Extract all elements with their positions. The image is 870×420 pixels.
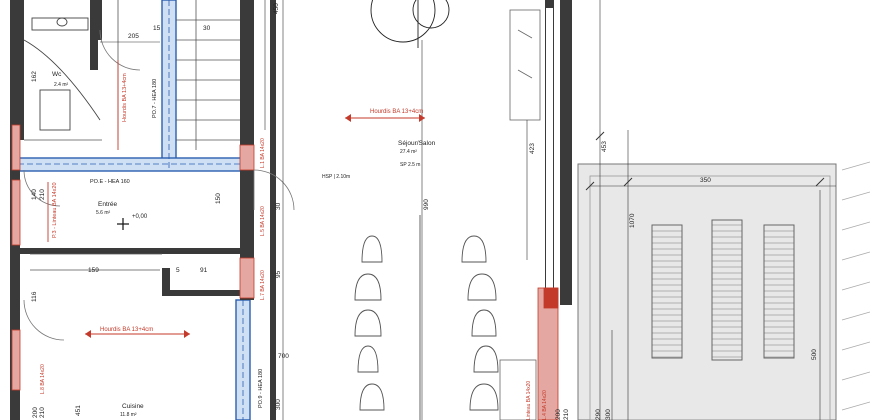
room-name-sejour: Séjour/Salon [398, 140, 436, 147]
dim-423: 423 [529, 143, 536, 154]
dim-200b: 200 [555, 409, 562, 420]
terrace-frame [589, 175, 831, 420]
dim-30b: 30 [275, 202, 282, 210]
room-area-cuisine: 11.8 m² [120, 412, 137, 418]
dim-140: 140 [31, 189, 38, 200]
dim-162: 162 [31, 71, 38, 82]
note-lintel-b: L.5 BA 14x20 [260, 206, 266, 236]
room-name-entree: Entrée [98, 201, 118, 208]
note-linteau: P.3 - Linteau BA 14x20 [52, 182, 58, 238]
dim-205: 205 [128, 33, 139, 40]
dim-1070: 1070 [629, 213, 636, 228]
room-area-entree: 5.6 m² [96, 210, 111, 216]
note-lintel-bottom: Linteau BA 14x20 [526, 381, 532, 420]
note-beam-2: PO.7 - HEA 180 [152, 79, 158, 118]
dim-290: 290 [595, 409, 602, 420]
kitchen-cabinets [499, 9, 541, 420]
dimension-lines [30, 0, 836, 420]
room-area-sejour: 27.4 m² [400, 149, 417, 155]
lintels [11, 124, 559, 420]
dim-210c: 210 [563, 409, 570, 420]
note-beam-3: PO.9 - HEA 180 [258, 369, 264, 408]
dim-91: 91 [200, 267, 208, 274]
walls [10, 0, 572, 420]
room-name-cuisine: Cuisine [122, 403, 144, 410]
note-lintel-c: L.7 BA 14x20 [260, 270, 266, 300]
terrace-area [577, 163, 837, 420]
note-hourdis-1: Hourdis BA 13+4cm [370, 109, 423, 115]
note-lintel-d: L.8 BA 14x20 [40, 364, 46, 394]
slab-arrows [47, 60, 425, 335]
note-beam-1: PO.E - HEA 160 [90, 179, 130, 185]
room-area-wc: 2.4 m² [54, 82, 69, 88]
dim-116b: 116 [31, 291, 38, 302]
wc-fixtures [23, 17, 101, 131]
dim-700: 700 [278, 353, 289, 360]
dim-210a: 210 [39, 189, 46, 200]
dim-453: 453 [601, 141, 608, 152]
note-hsp: HSP | 2.10m [322, 174, 350, 180]
room-height-sejour: SP 2.5 m [400, 162, 420, 168]
level-entree: +0,00 [132, 214, 148, 220]
dim-300: 300 [275, 399, 282, 410]
dim-5: 5 [176, 267, 180, 274]
terrace-hatch [841, 161, 870, 411]
dim-990: 990 [423, 199, 430, 210]
round-table [370, 0, 450, 48]
dim-150: 150 [215, 193, 222, 204]
dim-159: 159 [88, 267, 99, 274]
dim-350: 350 [700, 177, 711, 184]
dim-300b: 300 [605, 409, 612, 420]
dim-15: 15 [153, 25, 161, 32]
dim-450: 450 [273, 3, 280, 14]
dim-200: 200 [32, 407, 39, 418]
note-lintel-a: L.1 BA 14x20 [260, 138, 266, 168]
garden-table [651, 219, 795, 361]
dim-210b: 210 [39, 407, 46, 418]
level-marker [117, 218, 129, 230]
door-swings [23, 29, 295, 341]
note-hourdis-2: Hourdis BA 13+4cm [100, 327, 153, 333]
dim-500: 500 [811, 349, 818, 360]
dim-451: 451 [75, 405, 82, 416]
room-name-wc: Wc [52, 71, 62, 78]
note-hourdis-3: Hourdis BA 13+4cm [122, 73, 128, 122]
note-lintel-bottom2: L.4 BA 14x20 [542, 390, 548, 420]
dim-30a: 30 [203, 25, 211, 32]
dim-95: 95 [275, 270, 282, 278]
dining-chairs [354, 215, 499, 420]
